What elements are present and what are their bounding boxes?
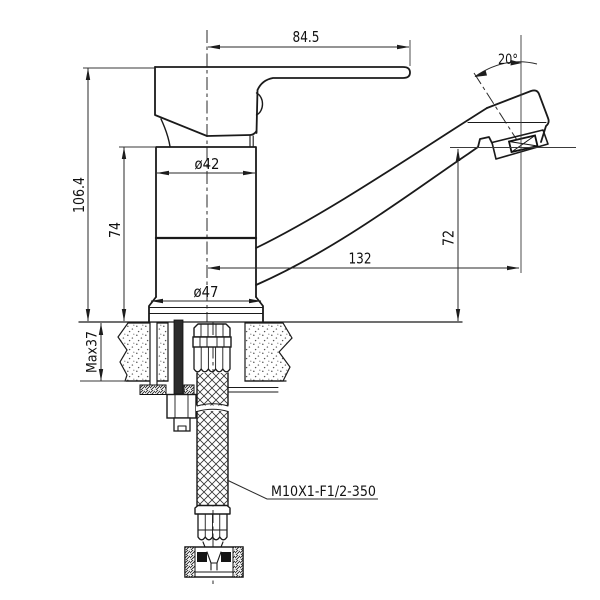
aerator-insert-cross — [508, 135, 538, 153]
mounting-hardware — [139, 319, 279, 432]
spout-lower-curve — [255, 136, 493, 286]
arrowhead — [150, 298, 163, 304]
arrowhead — [207, 265, 220, 271]
mounting-rod-body — [150, 322, 157, 385]
hose-spec-label: M10X1-F1/2-350 — [271, 484, 376, 500]
hose-band-facets — [199, 336, 225, 348]
stud-end-cap — [173, 417, 191, 432]
countertop-left-section — [117, 322, 169, 382]
arrowhead — [397, 44, 410, 50]
countertop-cross-section — [78, 321, 463, 382]
hose-neck — [202, 541, 224, 548]
arrowhead — [510, 60, 522, 66]
handle-dome-left-arc — [160, 118, 171, 148]
dim-spout-height: 72 — [440, 230, 458, 246]
hose-nut-gasket-left — [197, 552, 207, 562]
hose-braid-break-curves — [196, 403, 229, 412]
faucet-handle — [154, 66, 411, 148]
mounting-nut — [166, 393, 197, 419]
handle-lever-outline — [154, 66, 411, 134]
base-flare-inner-lines — [148, 306, 264, 315]
dim-base-diameter: ø47 — [194, 283, 219, 301]
arrowhead — [121, 309, 127, 322]
arrowhead — [207, 44, 220, 50]
hose-spec-leader-line — [226, 479, 378, 500]
spout-upper-curve — [255, 107, 488, 249]
arrowhead — [249, 298, 262, 304]
mounting-rod-edges — [149, 322, 158, 386]
countertop-right-section — [244, 322, 293, 382]
hose-bottom-collar — [194, 504, 231, 515]
threaded-mounting-stud — [173, 319, 184, 395]
mounting-nut-facets — [174, 394, 189, 419]
extension-lines — [83, 35, 576, 273]
hose-crimp-collar — [193, 346, 231, 373]
arrowhead — [455, 148, 461, 161]
aerator-housing — [491, 129, 549, 160]
faucet-base — [148, 296, 264, 323]
arrowhead — [98, 323, 104, 335]
mounting-washer-left — [139, 384, 167, 395]
handle-pivot-dome-arc — [255, 92, 264, 116]
hose-bottom-crimp-facets — [197, 513, 228, 538]
hose-top-hex-fitting — [193, 323, 231, 338]
faucet-spout — [255, 89, 550, 286]
handle-base-outline — [154, 66, 258, 137]
spout-outlet-axis-centerline — [473, 72, 525, 152]
mounting-washer-right — [183, 384, 195, 395]
body-column-outline — [155, 146, 257, 298]
dim-body-diameter: ø42 — [195, 155, 220, 173]
dimension-layer: 84.5 106.4 74 Max37 ø42 ø47 132 — [70, 28, 538, 500]
hose-nut-inner-cup — [194, 551, 234, 573]
handle-collar-step — [249, 134, 254, 148]
faucet — [148, 66, 550, 323]
arrowhead — [455, 309, 461, 322]
hose-crimp-facets — [200, 346, 224, 370]
hose-end-nut-hatch-left — [184, 546, 196, 578]
hose-nut-gasket-right — [221, 552, 231, 562]
arrowhead — [507, 265, 520, 271]
dim-max-mounting-thickness: Max37 — [85, 331, 101, 373]
arrowhead — [156, 170, 169, 176]
hose-braid-edges — [196, 372, 229, 507]
stud-end-notch — [177, 425, 187, 432]
dim-body-height: 74 — [106, 222, 124, 238]
dim-arc-spout-angle — [474, 61, 538, 77]
faucet-body-column — [154, 146, 258, 298]
washer-plate-edge-lines — [227, 387, 279, 393]
centerlines — [206, 30, 525, 584]
dim-overall-height: 106.4 — [70, 177, 88, 213]
spout-head-outline — [486, 89, 550, 143]
arrowhead — [121, 147, 127, 159]
arrowhead — [243, 170, 256, 176]
arrowhead — [85, 309, 91, 322]
base-flare-outline — [148, 296, 264, 323]
arrowhead — [98, 369, 104, 381]
hose-fitting-band — [192, 336, 232, 348]
hose-braid-break — [196, 405, 229, 411]
arrowhead — [474, 70, 487, 77]
hose-end-nut-hatch-right — [232, 546, 244, 578]
arrowhead — [85, 68, 91, 80]
supply-hose — [184, 323, 244, 578]
dim-spout-reach: 132 — [349, 250, 372, 268]
hose-top-hex-facets — [200, 324, 224, 338]
hose-braid — [197, 373, 228, 506]
dim-spout-angle: 20° — [498, 52, 518, 68]
dim-handle-reach: 84.5 — [293, 28, 320, 46]
